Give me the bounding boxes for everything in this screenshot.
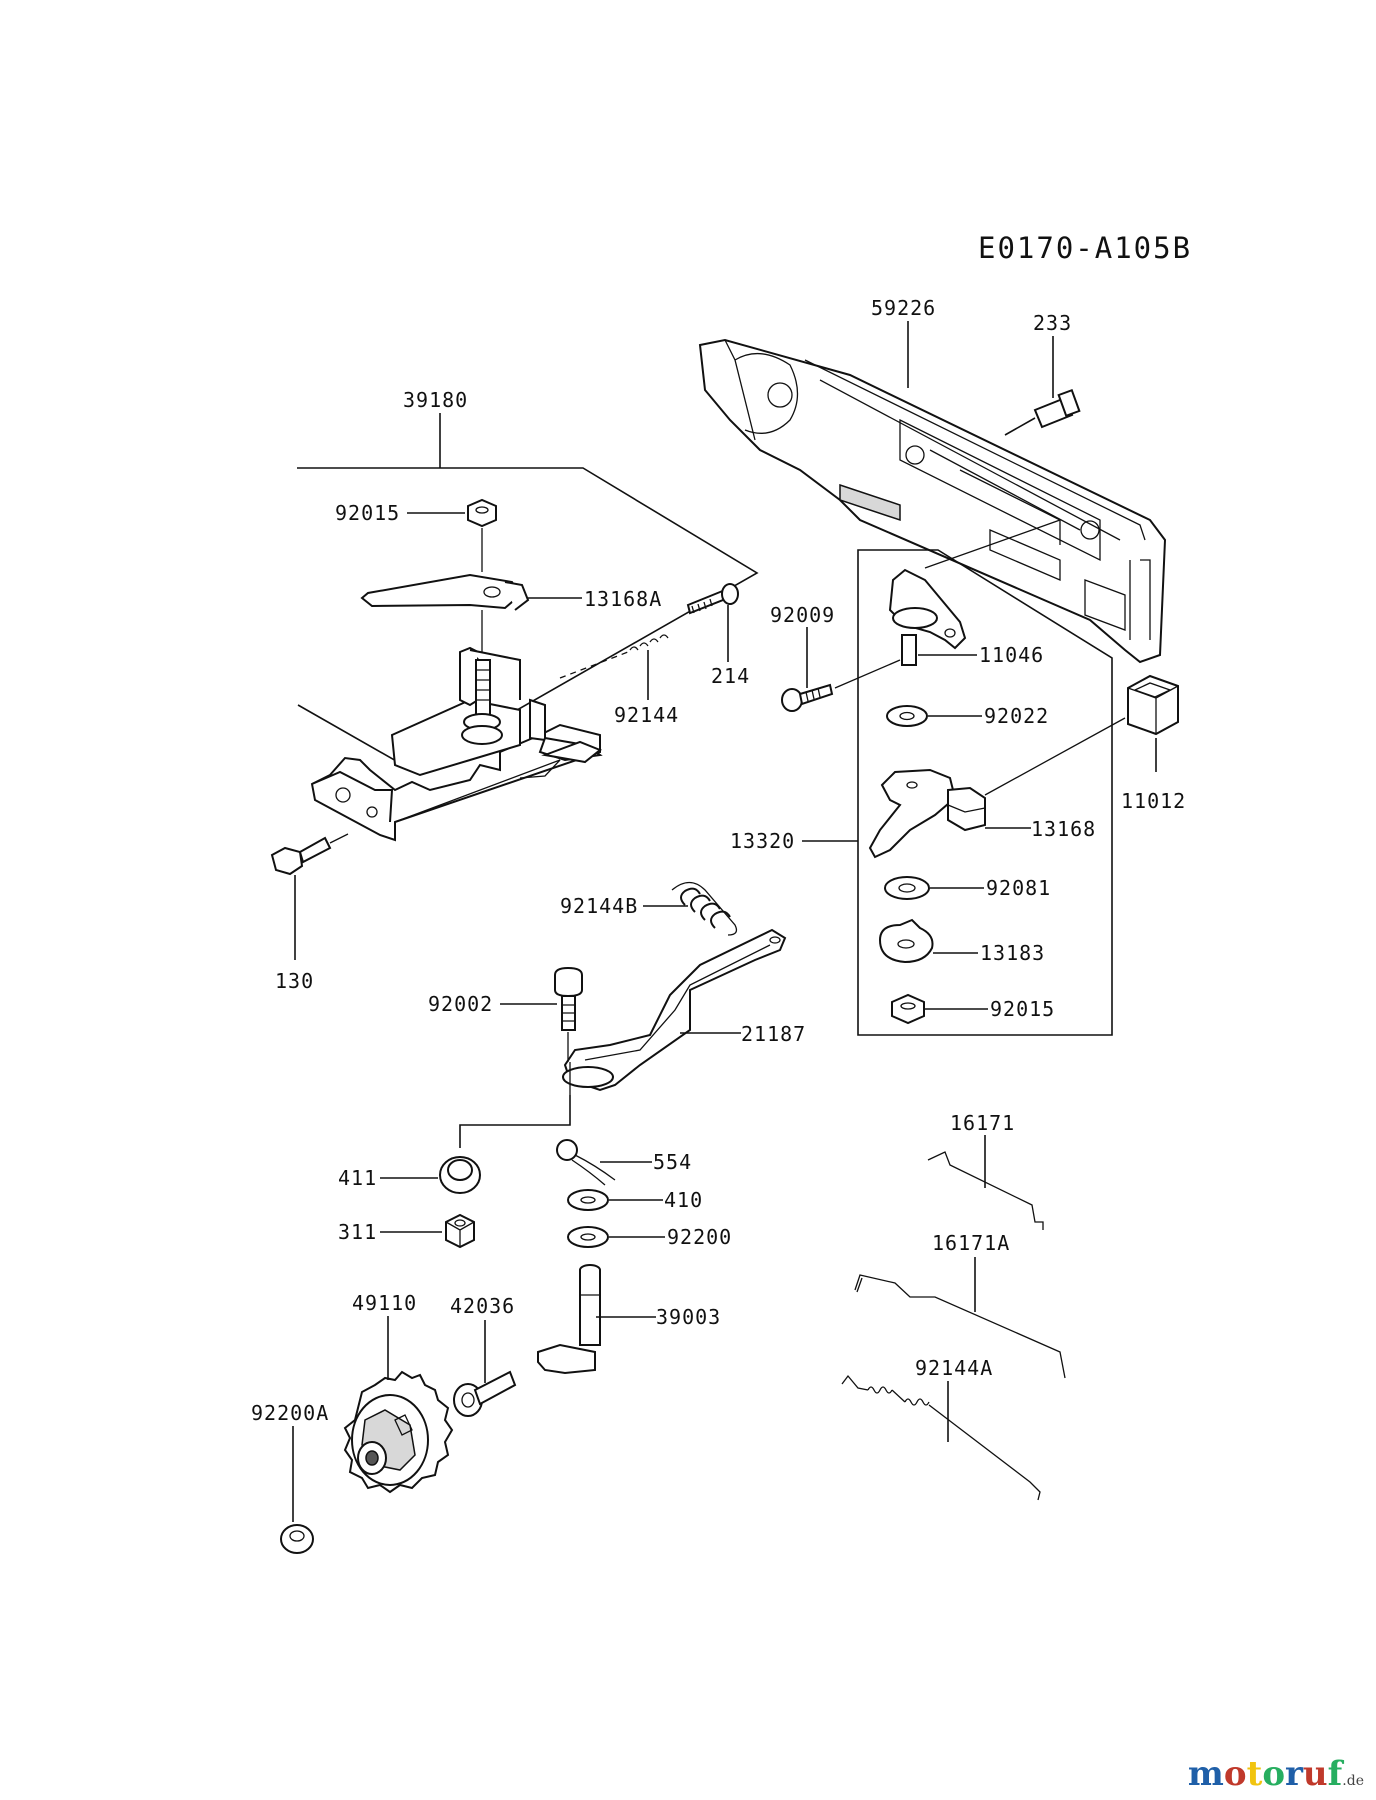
shaft-39003 <box>537 1264 601 1375</box>
label-16171: 16171 <box>950 1111 1015 1135</box>
label-59226: 59226 <box>871 296 936 320</box>
pin-554 <box>556 1139 616 1186</box>
spring-92144A <box>841 1374 1041 1501</box>
label-554: 554 <box>653 1150 692 1174</box>
label-21187: 21187 <box>741 1022 806 1046</box>
washer-92200 <box>567 1226 609 1248</box>
label-92200: 92200 <box>667 1225 732 1249</box>
label-92144: 92144 <box>614 703 679 727</box>
label-13168A: 13168A <box>584 587 662 611</box>
label-92022: 92022 <box>984 704 1049 728</box>
washer-411 <box>439 1156 481 1194</box>
label-130: 130 <box>275 969 314 993</box>
screw-92009 <box>781 659 901 712</box>
bolt-92002 <box>554 966 583 1062</box>
label-11046: 11046 <box>979 643 1044 667</box>
label-92009: 92009 <box>770 603 835 627</box>
washer-92022 <box>886 705 928 727</box>
label-92200A: 92200A <box>251 1401 329 1425</box>
governor-plate <box>310 646 603 842</box>
gear-49110 <box>343 1370 454 1494</box>
label-411: 411 <box>338 1166 377 1190</box>
watermark-logo: motoruf.de <box>1188 1754 1364 1794</box>
bracket-11046 <box>888 568 967 666</box>
spring-92144 <box>559 634 669 679</box>
label-214: 214 <box>711 664 750 688</box>
label-311: 311 <box>338 1220 377 1244</box>
washer-92200A <box>280 1524 314 1554</box>
lever-13168A <box>360 573 530 611</box>
arm-21187 <box>562 928 787 1095</box>
label-92081: 92081 <box>986 876 1051 900</box>
label-92015-top: 92015 <box>335 501 400 525</box>
housing-59226 <box>698 338 1167 664</box>
connector-arm <box>459 1095 571 1148</box>
label-410: 410 <box>664 1188 703 1212</box>
label-49110: 49110 <box>352 1291 417 1315</box>
label-92002: 92002 <box>428 992 493 1016</box>
screw-214 <box>686 583 739 615</box>
shaft-42036 <box>453 1370 517 1417</box>
label-13183: 13183 <box>980 941 1045 965</box>
bolt-233 <box>1004 388 1081 436</box>
label-13320: 13320 <box>730 829 795 853</box>
label-16171A: 16171A <box>932 1231 1010 1255</box>
label-92015-bottom: 92015 <box>990 997 1055 1021</box>
nut-311 <box>445 1213 475 1249</box>
label-233: 233 <box>1033 311 1072 335</box>
assy-box-13320 <box>857 549 1113 1036</box>
label-92144B: 92144B <box>560 894 638 918</box>
rod-16171 <box>927 1151 1044 1230</box>
label-11012: 11012 <box>1121 789 1186 813</box>
governor-shaft <box>461 659 503 745</box>
spring-92144B <box>671 881 738 936</box>
bolt-130 <box>270 833 349 876</box>
collar-11012 <box>984 674 1179 796</box>
watermark-suffix: .de <box>1342 1773 1364 1789</box>
label-42036: 42036 <box>450 1294 515 1318</box>
nut-92015-bottom <box>891 993 925 1025</box>
label-39003: 39003 <box>656 1305 721 1329</box>
washer-410 <box>567 1189 609 1211</box>
lever-13168 <box>868 768 986 859</box>
label-13168: 13168 <box>1031 817 1096 841</box>
nut-92015-top <box>467 498 497 528</box>
washer-92081 <box>884 876 930 900</box>
assy-box-39180 <box>297 467 759 771</box>
diagram-code: E0170-A105B <box>978 231 1192 265</box>
label-92144A: 92144A <box>915 1356 993 1380</box>
rod-16171A <box>854 1274 1066 1379</box>
washer-13183 <box>878 918 934 964</box>
label-39180: 39180 <box>403 388 468 412</box>
watermark-text: motoruf <box>1187 1754 1343 1794</box>
